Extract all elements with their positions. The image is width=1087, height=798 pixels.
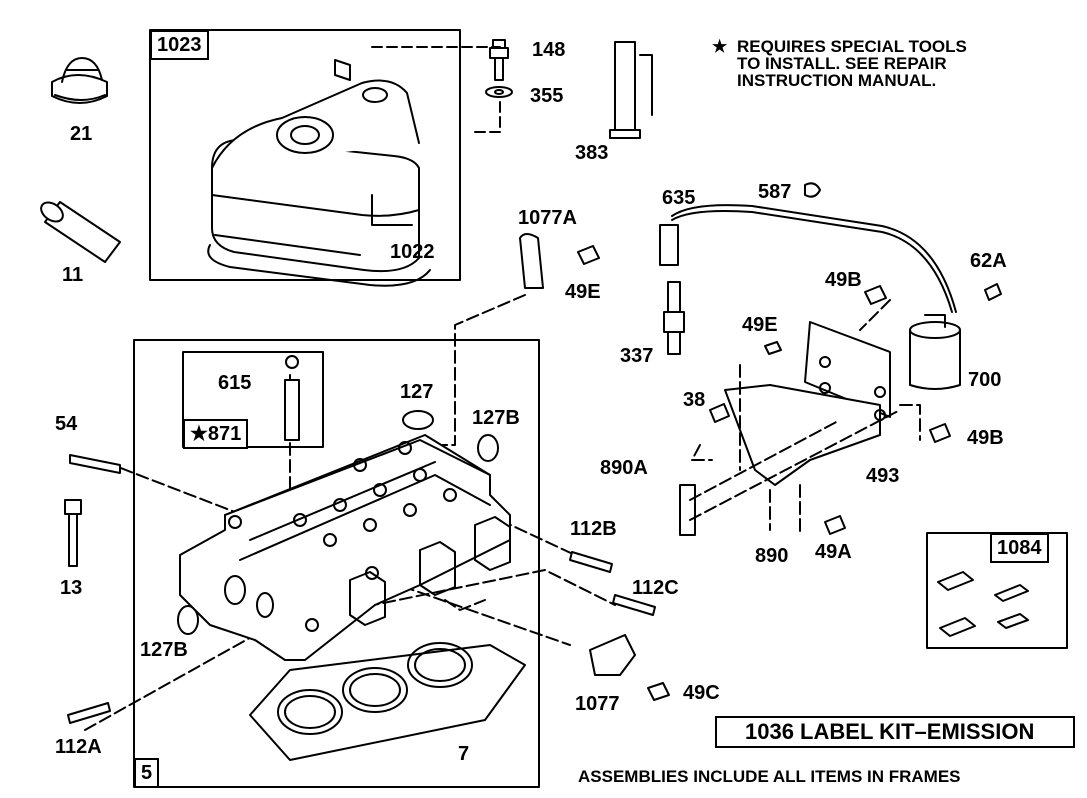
valve-cover-frame xyxy=(149,29,461,281)
part-62a: 62A xyxy=(970,250,1007,272)
part-7: 7 xyxy=(458,743,470,765)
part-38: 38 xyxy=(683,389,706,411)
part-49e-top: 49E xyxy=(565,281,601,303)
label-kit-emission: 1036 LABEL KIT–EMISSION xyxy=(715,716,1075,748)
frame-label-valve-cover: 1023 xyxy=(150,30,209,60)
part-13: 13 xyxy=(60,577,83,599)
part-1077: 1077 xyxy=(575,693,620,715)
star-symbol: ★ xyxy=(712,37,728,56)
part-49b-right: 49B xyxy=(967,427,1004,449)
ignition-coil xyxy=(909,314,961,390)
part-587: 587 xyxy=(758,181,792,203)
lift-bracket-lower xyxy=(589,634,636,676)
part-337: 337 xyxy=(620,345,654,367)
frame-label-terminal-kit: 1084 xyxy=(990,533,1049,563)
part-112a: 112A xyxy=(55,736,102,758)
part-49a: 49A xyxy=(815,541,852,563)
bolt-49c xyxy=(647,682,670,701)
part-1077a: 1077A xyxy=(518,207,577,229)
spark-plug xyxy=(663,281,685,355)
dipstick-tube xyxy=(40,201,121,263)
head-gasket xyxy=(249,642,526,761)
part-127b-top: 127B xyxy=(472,407,520,429)
terminal-pieces xyxy=(937,571,1029,637)
part-11: 11 xyxy=(62,264,84,286)
part-112b: 112B xyxy=(570,518,617,540)
retainer-615 xyxy=(285,355,299,369)
cylinder-head xyxy=(179,434,511,661)
head-bolt xyxy=(64,499,82,567)
valve-cover-bolt xyxy=(485,39,513,98)
part-493: 493 xyxy=(866,465,900,487)
ignition-bracket xyxy=(679,321,891,536)
bushing-kit-frame xyxy=(182,351,324,448)
plug-127b-top xyxy=(477,434,499,462)
part-49c: 49C xyxy=(683,682,720,704)
part-890a: 890A xyxy=(600,457,648,479)
ignition-wire xyxy=(659,182,957,313)
part-890: 890 xyxy=(755,545,789,567)
assemblies-note: ASSEMBLIES INCLUDE ALL ITEMS IN FRAMES xyxy=(578,767,961,786)
frame-label-bushing-kit: ★871 xyxy=(183,419,249,449)
part-49e-mid: 49E xyxy=(742,314,778,336)
stud-112b xyxy=(569,551,613,573)
special-tools-line-1: REQUIRES SPECIAL TOOLS xyxy=(737,37,967,56)
part-355: 355 xyxy=(530,85,564,107)
puller-tool xyxy=(609,41,653,139)
part-700: 700 xyxy=(968,369,1002,391)
part-635: 635 xyxy=(662,187,696,209)
part-127: 127 xyxy=(400,381,434,403)
valve-guide xyxy=(284,379,300,441)
part-1022: 1022 xyxy=(390,241,435,263)
special-tools-line-3: INSTRUCTION MANUAL. xyxy=(737,71,937,90)
special-tools-line-2: TO INSTALL. SEE REPAIR xyxy=(737,54,947,73)
lift-bracket-top xyxy=(519,233,544,289)
part-112c: 112C xyxy=(632,577,679,599)
valve-cover xyxy=(207,59,431,287)
part-615: 615 xyxy=(218,372,252,394)
stud-112a xyxy=(67,702,111,724)
part-383: 383 xyxy=(575,142,609,164)
frame-label-cylinder-head: 5 xyxy=(134,758,160,788)
plug-127 xyxy=(402,410,434,430)
part-21: 21 xyxy=(70,123,93,145)
cylinder-head-frame xyxy=(133,339,540,788)
part-127b-left: 127B xyxy=(140,639,188,661)
bracket-bolts xyxy=(577,245,1002,535)
stud-112c xyxy=(612,594,656,616)
plug-127b-left xyxy=(177,605,199,635)
stud-54 xyxy=(69,454,121,474)
part-54: 54 xyxy=(55,413,78,435)
part-49b-top: 49B xyxy=(825,269,862,291)
part-148: 148 xyxy=(532,39,566,61)
oil-fill-cap xyxy=(51,57,108,104)
